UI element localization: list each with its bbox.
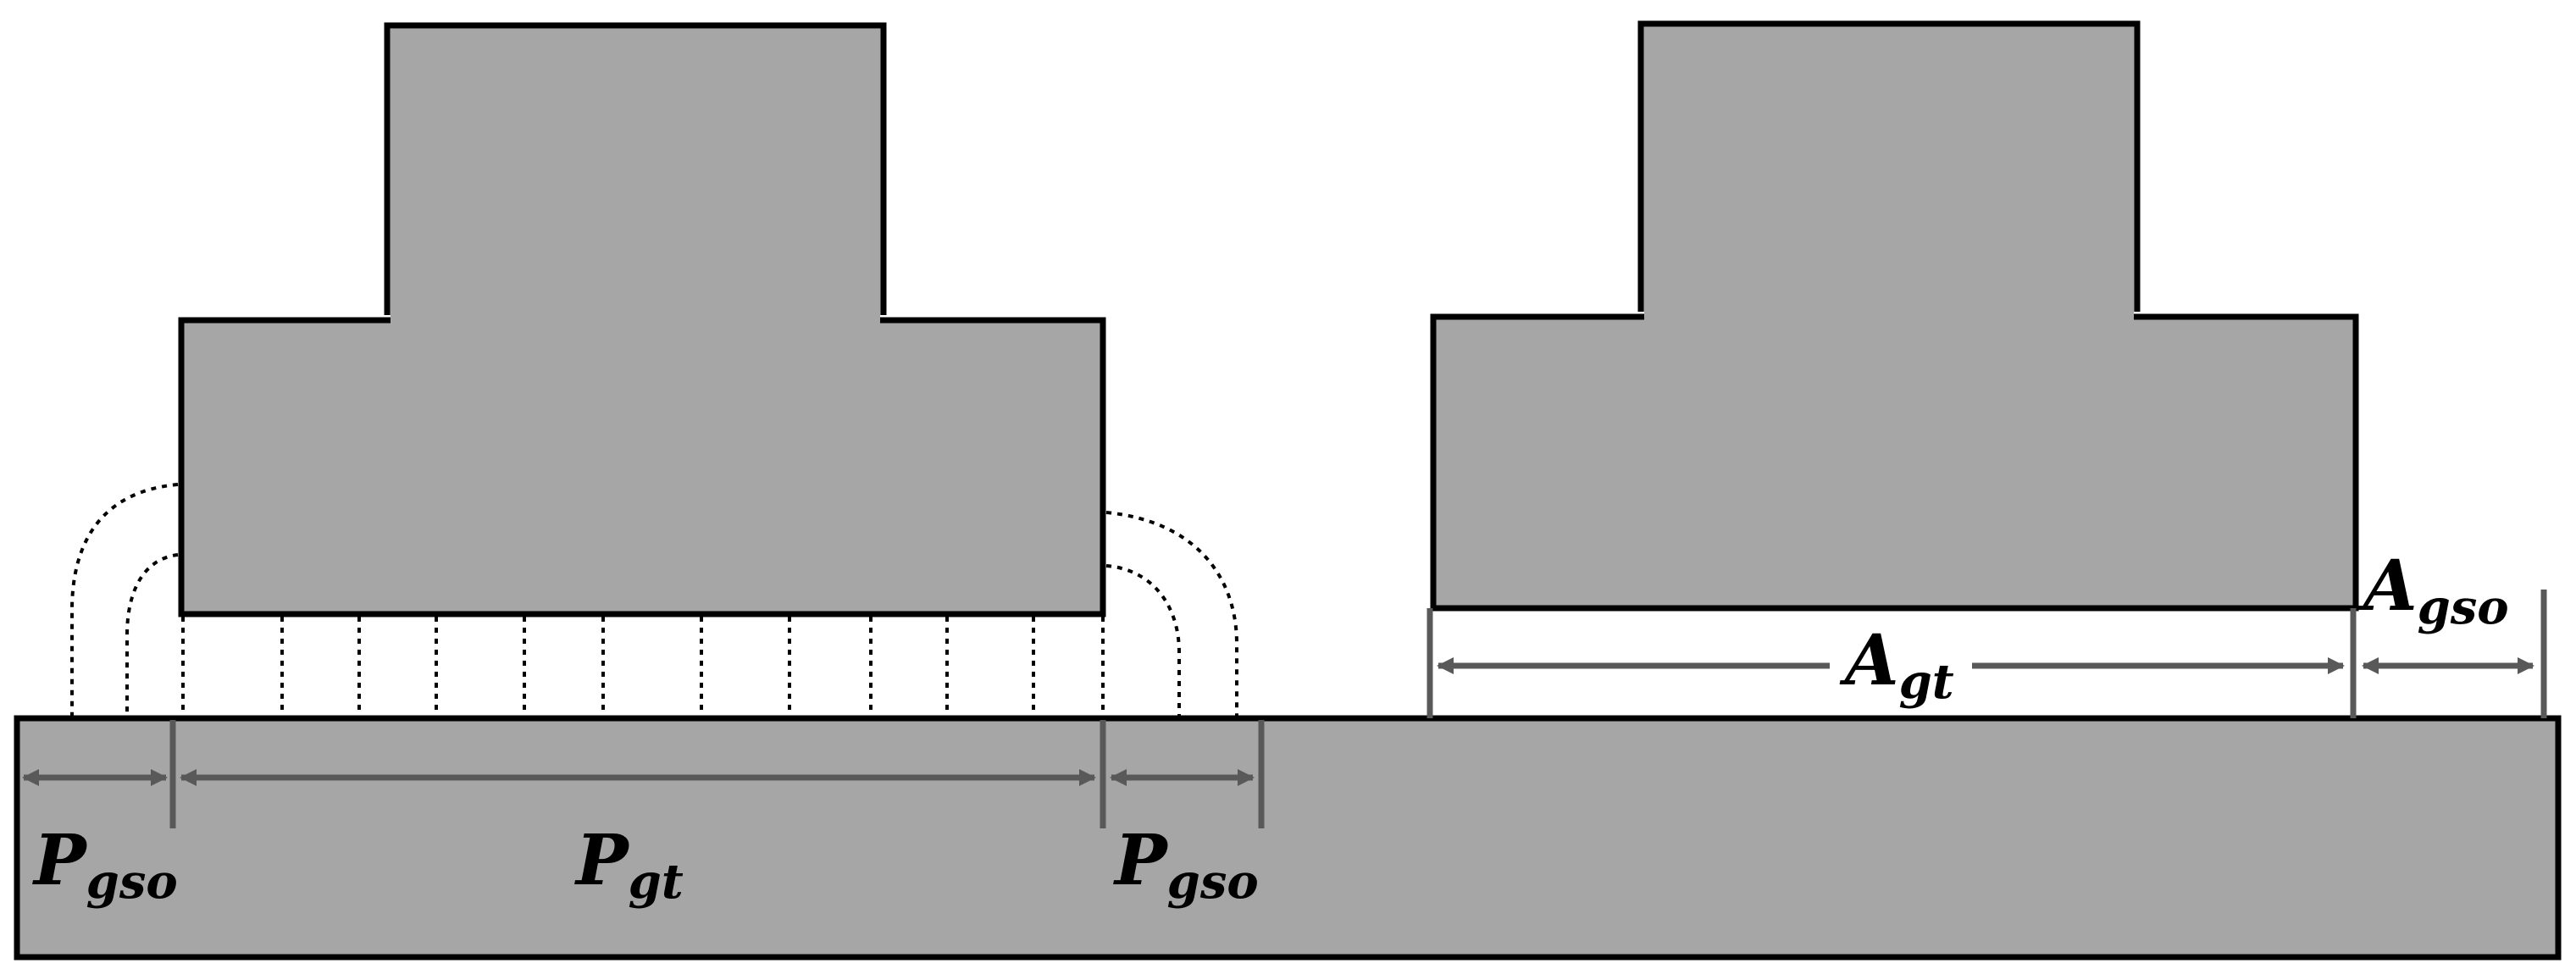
label-p-gt: Pgt bbox=[574, 820, 684, 910]
left-gate-fill-joint bbox=[391, 305, 880, 339]
left-dimension-lines bbox=[22, 720, 1265, 828]
right-gate-top-block bbox=[1637, 20, 2141, 312]
left-gate-bottom-block bbox=[178, 317, 1106, 617]
label-p-gso-right: Pgso bbox=[1113, 820, 1259, 910]
substrate bbox=[14, 715, 2562, 961]
label-p-gso-left: Pgso bbox=[32, 820, 178, 910]
label-a-gt: Agt bbox=[1839, 620, 1954, 710]
field-lines-parallel bbox=[181, 617, 1105, 716]
left-gate-top-block bbox=[384, 22, 887, 315]
right-dimension-lines bbox=[1426, 590, 2547, 718]
right-gate-fill-joint bbox=[1644, 302, 2134, 335]
right-gate-bottom-block bbox=[1430, 313, 2359, 612]
field-lines-fringe bbox=[70, 483, 1238, 716]
label-a-gso: Agso bbox=[2357, 545, 2509, 635]
